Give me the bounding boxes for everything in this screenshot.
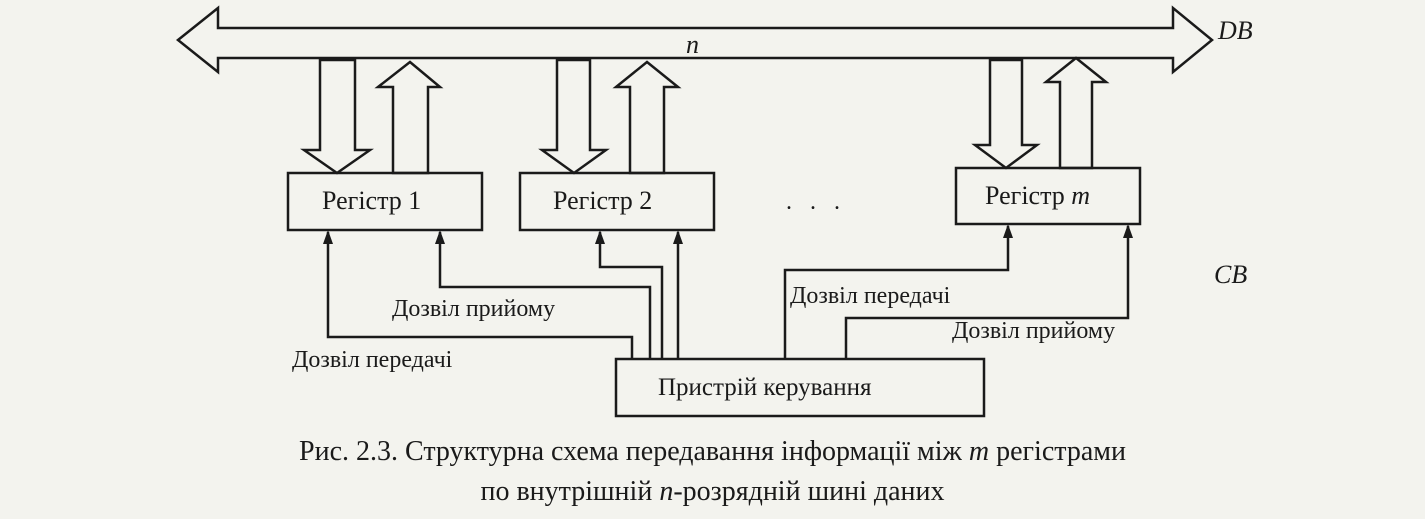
register-2-box [518, 171, 716, 232]
register-1-label: Регістр 1 [322, 186, 422, 215]
regm-write-arrow [971, 58, 1041, 170]
regm-transfer-label: Дозвіл передачі [790, 283, 951, 309]
controller-label: Пристрій керування [658, 374, 872, 401]
register-1-box [286, 171, 484, 232]
reg1-transfer-line [326, 232, 634, 359]
regm-read-arrow [1042, 56, 1110, 170]
reg2-read-arrow [612, 60, 682, 175]
regm-transfer-line [783, 226, 1010, 359]
data-bus-arrow [175, 5, 1214, 75]
reg2-transfer-line [598, 232, 664, 359]
regm-receive-line [844, 226, 1130, 359]
reg1-receive-line [438, 232, 652, 359]
figure-caption-line-1: Рис. 2.3. Структурна схема передавання і… [299, 436, 1126, 467]
register-m-label: Регістр m [985, 181, 1091, 210]
reg2-write-arrow [538, 58, 610, 175]
register-m-box [954, 166, 1142, 226]
controller-box [614, 357, 986, 418]
data-bus-label: DB [1218, 16, 1253, 45]
reg1-read-arrow [374, 60, 444, 175]
reg1-write-arrow [300, 58, 374, 175]
bus-width-label: n [686, 30, 699, 59]
reg1-transfer-label: Дозвіл передачі [292, 347, 453, 373]
control-bus-label: CB [1214, 260, 1248, 289]
ellipsis: . . . [786, 189, 846, 215]
figure-caption-line-2: по внутрішній n-розрядній шині даних [480, 476, 945, 507]
register-2-label: Регістр 2 [553, 186, 653, 215]
reg1-receive-label: Дозвіл прийому [392, 296, 556, 322]
regm-receive-label: Дозвіл прийому [952, 318, 1116, 344]
